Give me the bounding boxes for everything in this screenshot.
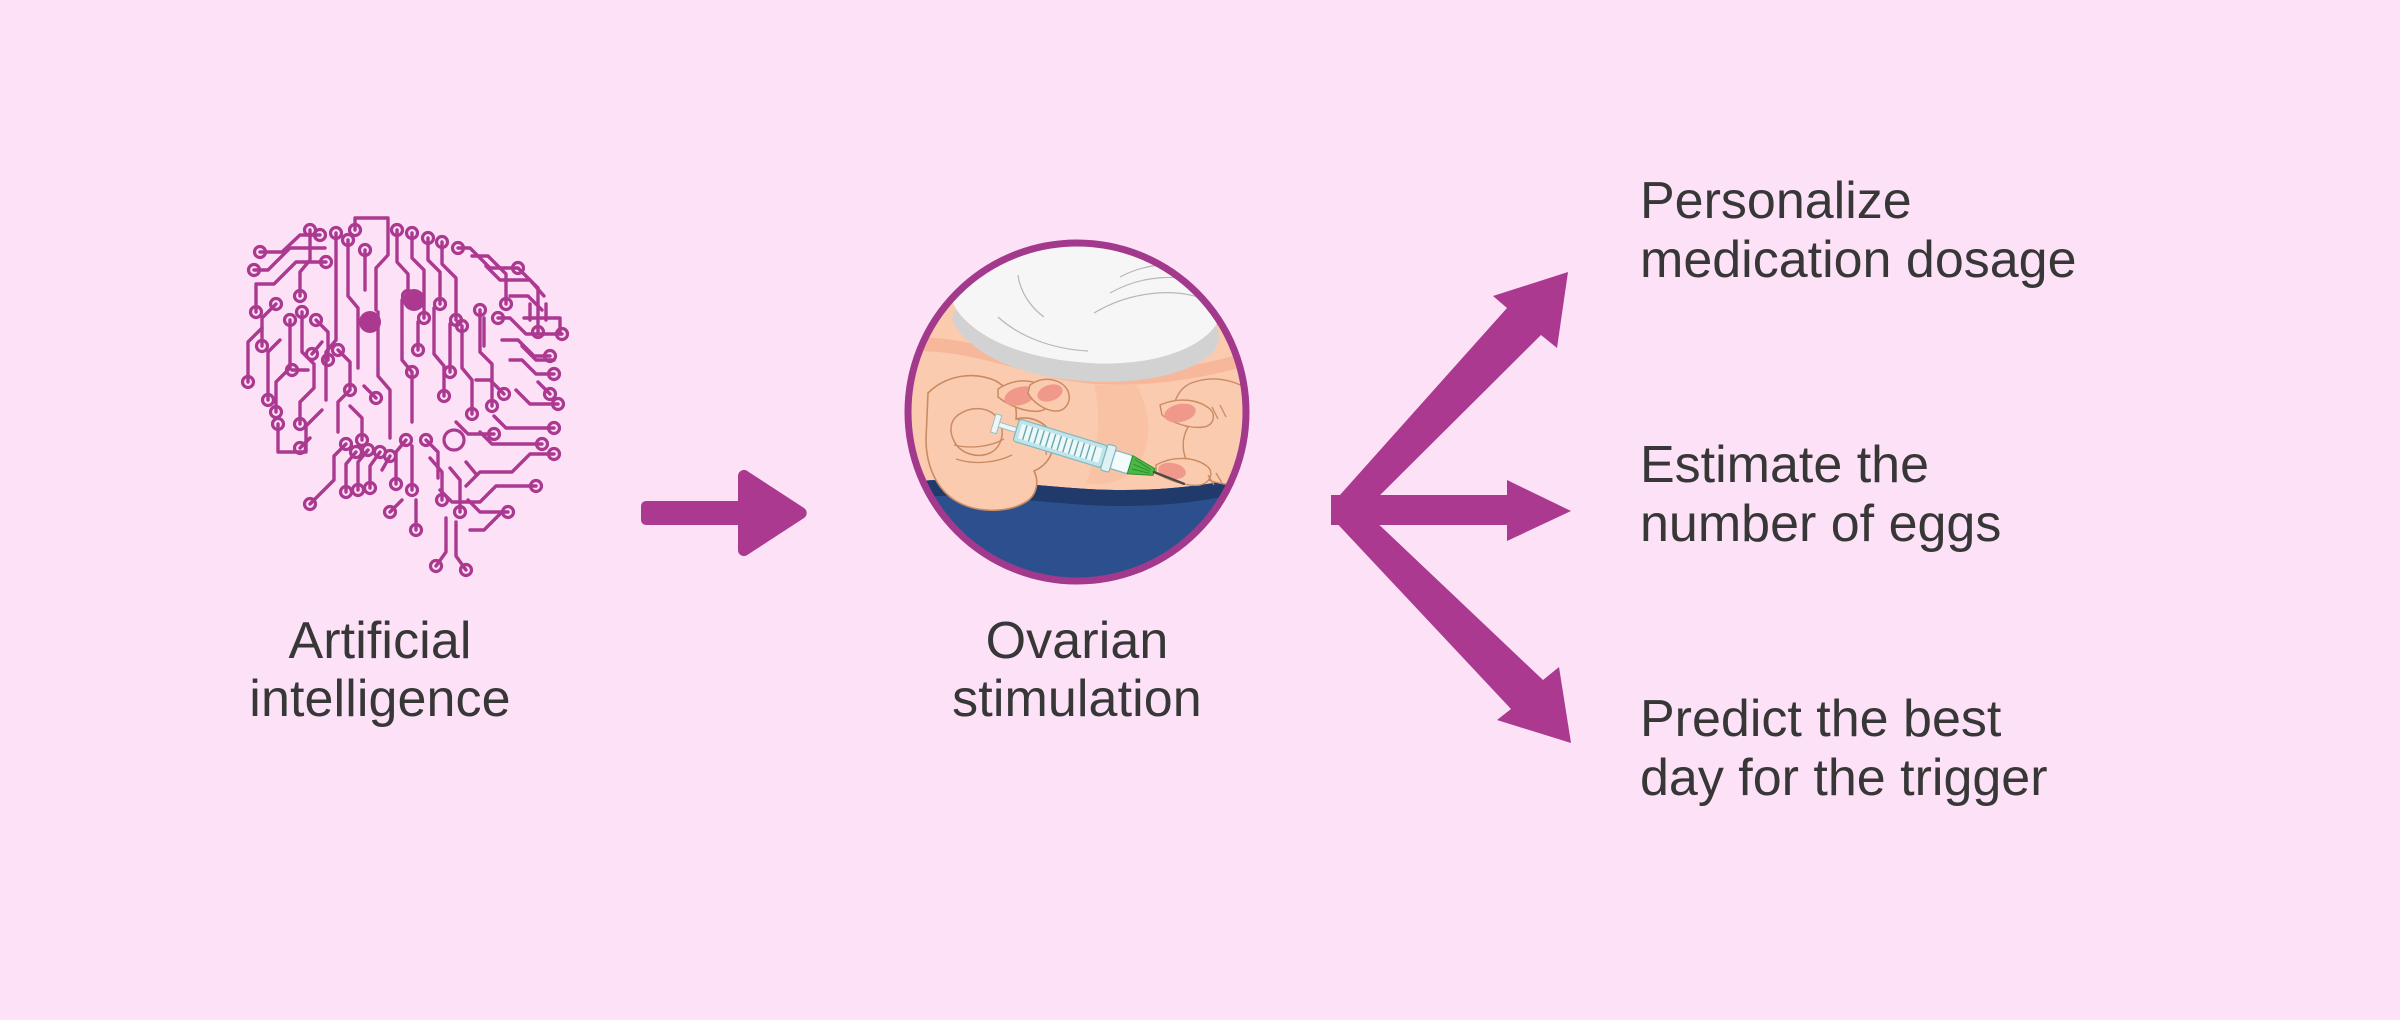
ai-caption: Artificial intelligence <box>100 612 660 728</box>
outcome-1-line2: medication dosage <box>1640 231 2077 290</box>
outcome-predict-trigger: Predict the best day for the trigger <box>1640 690 2360 809</box>
outcome-1-line1: Personalize <box>1640 172 1912 230</box>
outcome-personalize-dosage: Personalize medication dosage <box>1640 172 2340 291</box>
os-caption-line1: Ovarian <box>985 612 1169 670</box>
os-caption-line2: stimulation <box>952 670 1202 729</box>
outcome-3-line1: Predict the best <box>1640 690 2002 748</box>
outcome-2-line2: number of eggs <box>1640 495 2002 554</box>
ai-caption-line1: Artificial <box>288 612 472 670</box>
outcome-3-line2: day for the trigger <box>1640 749 2048 808</box>
abdominal-injection-illustration <box>898 233 1256 591</box>
right-arrow-icon <box>640 468 810 558</box>
outcome-estimate-eggs: Estimate the number of eggs <box>1640 436 2340 555</box>
three-way-branching-arrows-icon <box>1325 255 1615 755</box>
ai-caption-line2: intelligence <box>249 670 511 729</box>
ovarian-stimulation-caption: Ovarian stimulation <box>827 612 1327 728</box>
ai-brain-circuit-icon <box>150 200 610 620</box>
outcome-2-line1: Estimate the <box>1640 436 1930 494</box>
